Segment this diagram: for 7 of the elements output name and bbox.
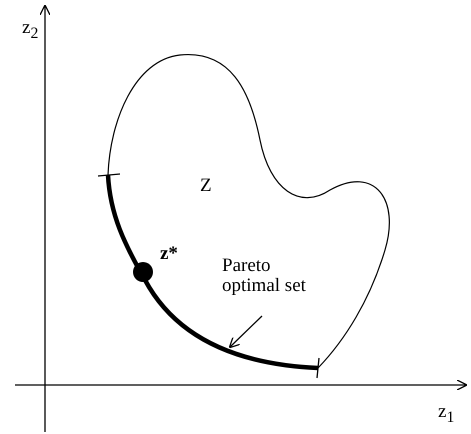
region-label: Z — [200, 176, 212, 196]
leader-line — [228, 316, 262, 348]
point-marker — [133, 262, 153, 282]
point-label: z* — [160, 244, 178, 264]
axis-label: z$_{1}$ — [438, 402, 454, 426]
axis-label: z$_{2}$ — [22, 18, 38, 42]
curve-label: Pareto optimal set — [222, 256, 307, 296]
